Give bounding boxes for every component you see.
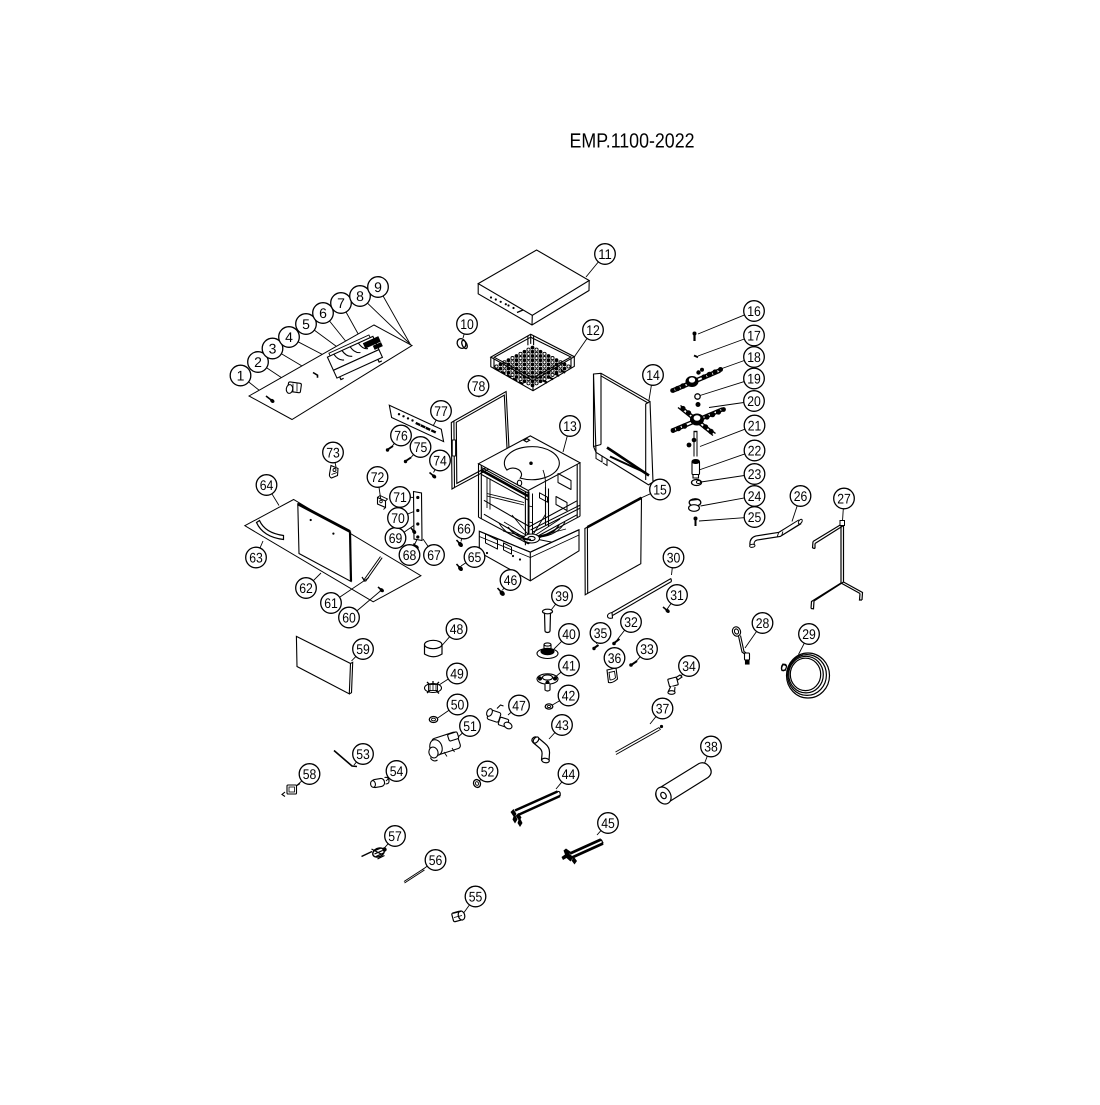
- svg-text:34: 34: [682, 658, 696, 674]
- svg-text:69: 69: [389, 530, 403, 546]
- svg-text:70: 70: [391, 510, 405, 526]
- svg-text:57: 57: [388, 828, 402, 844]
- svg-text:4: 4: [285, 329, 293, 345]
- svg-text:63: 63: [249, 550, 263, 566]
- svg-text:35: 35: [594, 625, 608, 641]
- svg-text:61: 61: [324, 595, 338, 611]
- svg-text:18: 18: [747, 349, 761, 365]
- svg-text:9: 9: [374, 279, 382, 295]
- svg-text:58: 58: [303, 766, 317, 782]
- svg-text:13: 13: [563, 418, 577, 434]
- svg-text:67: 67: [427, 547, 441, 563]
- svg-text:46: 46: [504, 572, 518, 588]
- svg-text:15: 15: [653, 482, 667, 498]
- svg-text:77: 77: [434, 403, 448, 419]
- svg-text:66: 66: [457, 521, 471, 537]
- svg-text:33: 33: [640, 641, 654, 657]
- svg-text:59: 59: [356, 641, 370, 657]
- svg-text:23: 23: [748, 466, 762, 482]
- svg-text:40: 40: [562, 626, 576, 642]
- svg-text:48: 48: [450, 621, 464, 637]
- svg-text:29: 29: [802, 626, 816, 642]
- svg-text:56: 56: [429, 852, 443, 868]
- svg-text:32: 32: [624, 614, 638, 630]
- svg-text:72: 72: [371, 469, 385, 485]
- svg-text:73: 73: [326, 445, 340, 461]
- svg-text:39: 39: [555, 588, 569, 604]
- svg-text:30: 30: [667, 550, 681, 566]
- svg-text:26: 26: [794, 488, 808, 504]
- svg-text:74: 74: [433, 453, 447, 469]
- svg-text:38: 38: [704, 739, 718, 755]
- svg-text:24: 24: [748, 488, 762, 504]
- svg-text:14: 14: [646, 367, 660, 383]
- svg-text:43: 43: [555, 717, 569, 733]
- svg-text:75: 75: [414, 439, 428, 455]
- svg-text:53: 53: [356, 746, 370, 762]
- svg-text:78: 78: [472, 378, 486, 394]
- svg-text:50: 50: [451, 697, 465, 713]
- svg-text:17: 17: [747, 328, 761, 344]
- svg-text:45: 45: [601, 815, 615, 831]
- svg-text:19: 19: [747, 371, 761, 387]
- svg-text:47: 47: [512, 698, 526, 714]
- svg-text:10: 10: [460, 316, 474, 332]
- svg-text:2: 2: [254, 354, 262, 370]
- svg-text:60: 60: [342, 610, 356, 626]
- svg-text:16: 16: [747, 303, 761, 319]
- svg-text:62: 62: [299, 580, 313, 596]
- svg-text:37: 37: [656, 701, 670, 717]
- svg-text:71: 71: [393, 489, 407, 505]
- svg-text:1: 1: [237, 368, 245, 384]
- svg-text:41: 41: [562, 658, 576, 674]
- svg-text:36: 36: [608, 650, 622, 666]
- svg-text:25: 25: [748, 509, 762, 525]
- svg-text:31: 31: [670, 587, 684, 603]
- svg-text:51: 51: [463, 718, 477, 734]
- svg-text:65: 65: [468, 549, 482, 565]
- svg-text:68: 68: [403, 547, 417, 563]
- svg-text:20: 20: [747, 393, 761, 409]
- svg-text:7: 7: [337, 295, 345, 311]
- svg-text:11: 11: [598, 246, 612, 262]
- svg-text:8: 8: [356, 288, 364, 304]
- svg-text:6: 6: [319, 305, 327, 321]
- svg-text:21: 21: [748, 418, 762, 434]
- svg-text:27: 27: [837, 491, 851, 507]
- svg-text:52: 52: [481, 764, 495, 780]
- svg-text:EMP.1100-2022: EMP.1100-2022: [570, 130, 695, 153]
- svg-text:44: 44: [562, 766, 576, 782]
- svg-text:54: 54: [390, 763, 404, 779]
- svg-text:28: 28: [756, 615, 770, 631]
- svg-text:76: 76: [394, 428, 408, 444]
- svg-text:42: 42: [562, 688, 576, 704]
- svg-text:64: 64: [260, 477, 274, 493]
- svg-text:12: 12: [586, 322, 600, 338]
- svg-text:22: 22: [748, 443, 762, 459]
- svg-text:49: 49: [450, 666, 464, 682]
- svg-text:55: 55: [469, 889, 483, 905]
- svg-text:5: 5: [302, 316, 310, 332]
- svg-text:3: 3: [269, 341, 277, 357]
